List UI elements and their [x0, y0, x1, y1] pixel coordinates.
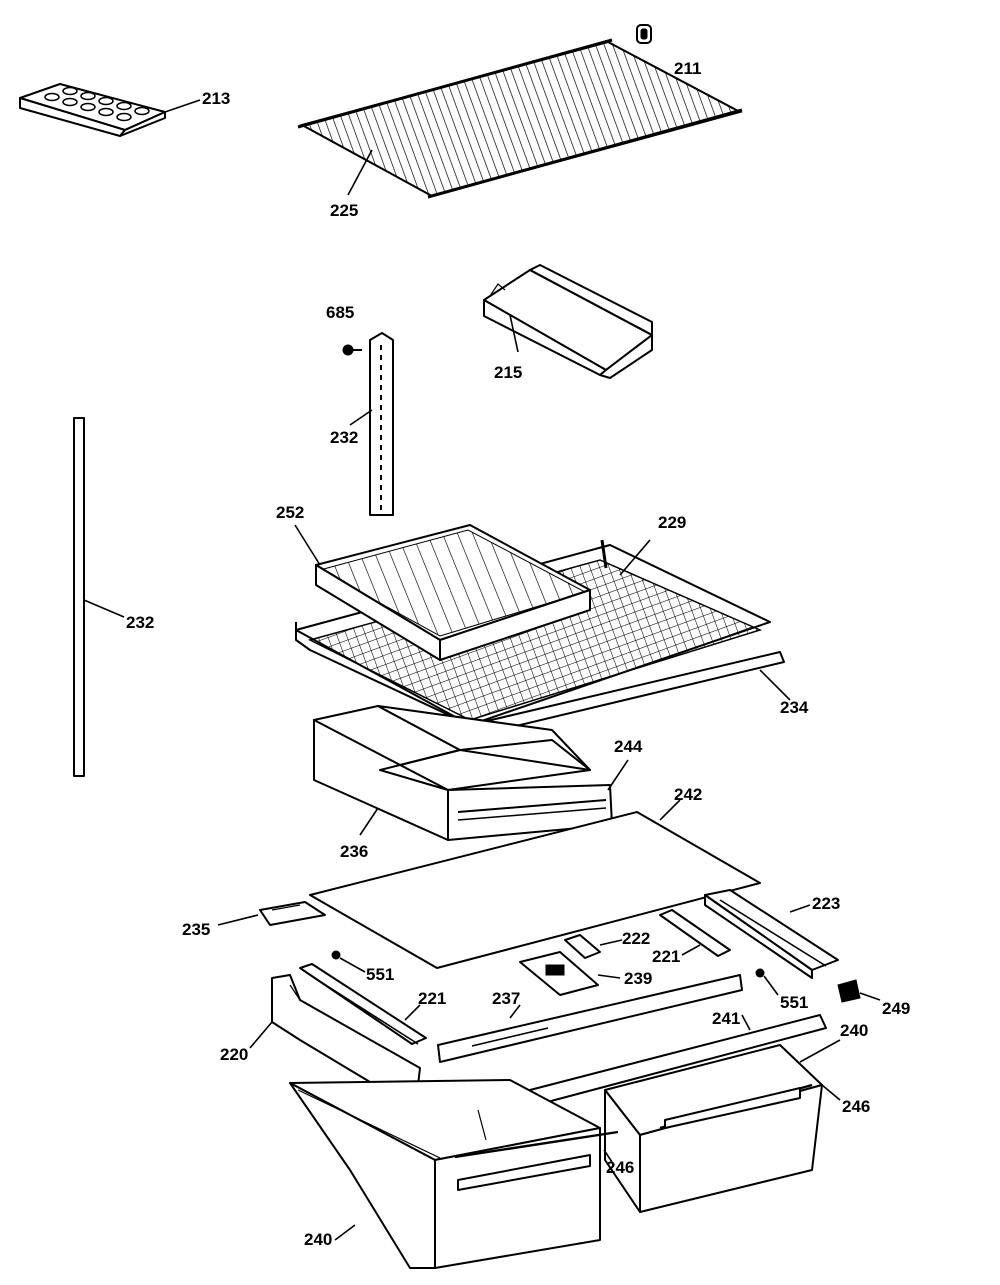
label-246-left: 246 — [606, 1158, 634, 1177]
label-234: 234 — [780, 698, 809, 717]
part-239-latch — [519, 951, 621, 996]
label-225: 225 — [330, 201, 358, 220]
part-225-wire-shelf — [297, 38, 743, 199]
label-222: 222 — [622, 929, 650, 948]
label-220: 220 — [220, 1045, 248, 1064]
part-237-front-rail — [437, 974, 743, 1063]
label-237: 237 — [492, 989, 520, 1008]
label-685: 685 — [326, 303, 354, 322]
part-222-cam — [564, 934, 623, 959]
part-221-slide-left — [299, 963, 427, 1045]
part-249-clip — [837, 979, 881, 1003]
part-551-screw-right — [755, 968, 779, 996]
label-240-right: 240 — [840, 1021, 868, 1040]
part-232-long-rail — [73, 417, 125, 777]
label-249: 249 — [882, 999, 910, 1018]
label-221-left: 221 — [418, 989, 446, 1008]
label-551-right: 551 — [780, 993, 808, 1012]
label-242: 242 — [674, 785, 702, 804]
part-252-crisper-cover — [294, 524, 591, 661]
label-240-left: 240 — [304, 1230, 332, 1249]
part-211-grommet — [636, 24, 652, 44]
part-213-tray — [19, 83, 201, 137]
part-240-pan-left — [289, 1079, 619, 1269]
label-211: 211 — [674, 59, 701, 78]
label-252: 252 — [276, 503, 304, 522]
label-239: 239 — [624, 969, 652, 988]
label-215: 215 — [494, 363, 522, 382]
label-232-short: 232 — [330, 428, 358, 447]
label-246-right: 246 — [842, 1097, 870, 1116]
label-241: 241 — [712, 1009, 740, 1028]
part-223-rail-bracket — [704, 889, 839, 979]
part-240-pan-right — [604, 1039, 841, 1213]
label-235: 235 — [182, 920, 210, 939]
part-215-door-bin — [483, 264, 653, 379]
label-223: 223 — [812, 894, 840, 913]
label-229: 229 — [658, 513, 686, 532]
part-242-glass-panel — [309, 799, 761, 969]
label-236: 236 — [340, 842, 368, 861]
label-244: 244 — [614, 737, 643, 756]
label-232-long: 232 — [126, 613, 154, 632]
label-221-right: 221 — [652, 947, 680, 966]
part-235-bracket — [217, 901, 326, 926]
part-229-shelf-frame — [295, 539, 771, 726]
part-221-slide-right — [659, 909, 731, 957]
label-551-left: 551 — [366, 965, 394, 984]
part-685-screw — [342, 344, 362, 356]
part-232-short-rail — [349, 332, 394, 516]
part-551-screw-left — [331, 950, 366, 973]
label-213: 213 — [202, 89, 230, 108]
part-236-drawer — [313, 705, 629, 841]
